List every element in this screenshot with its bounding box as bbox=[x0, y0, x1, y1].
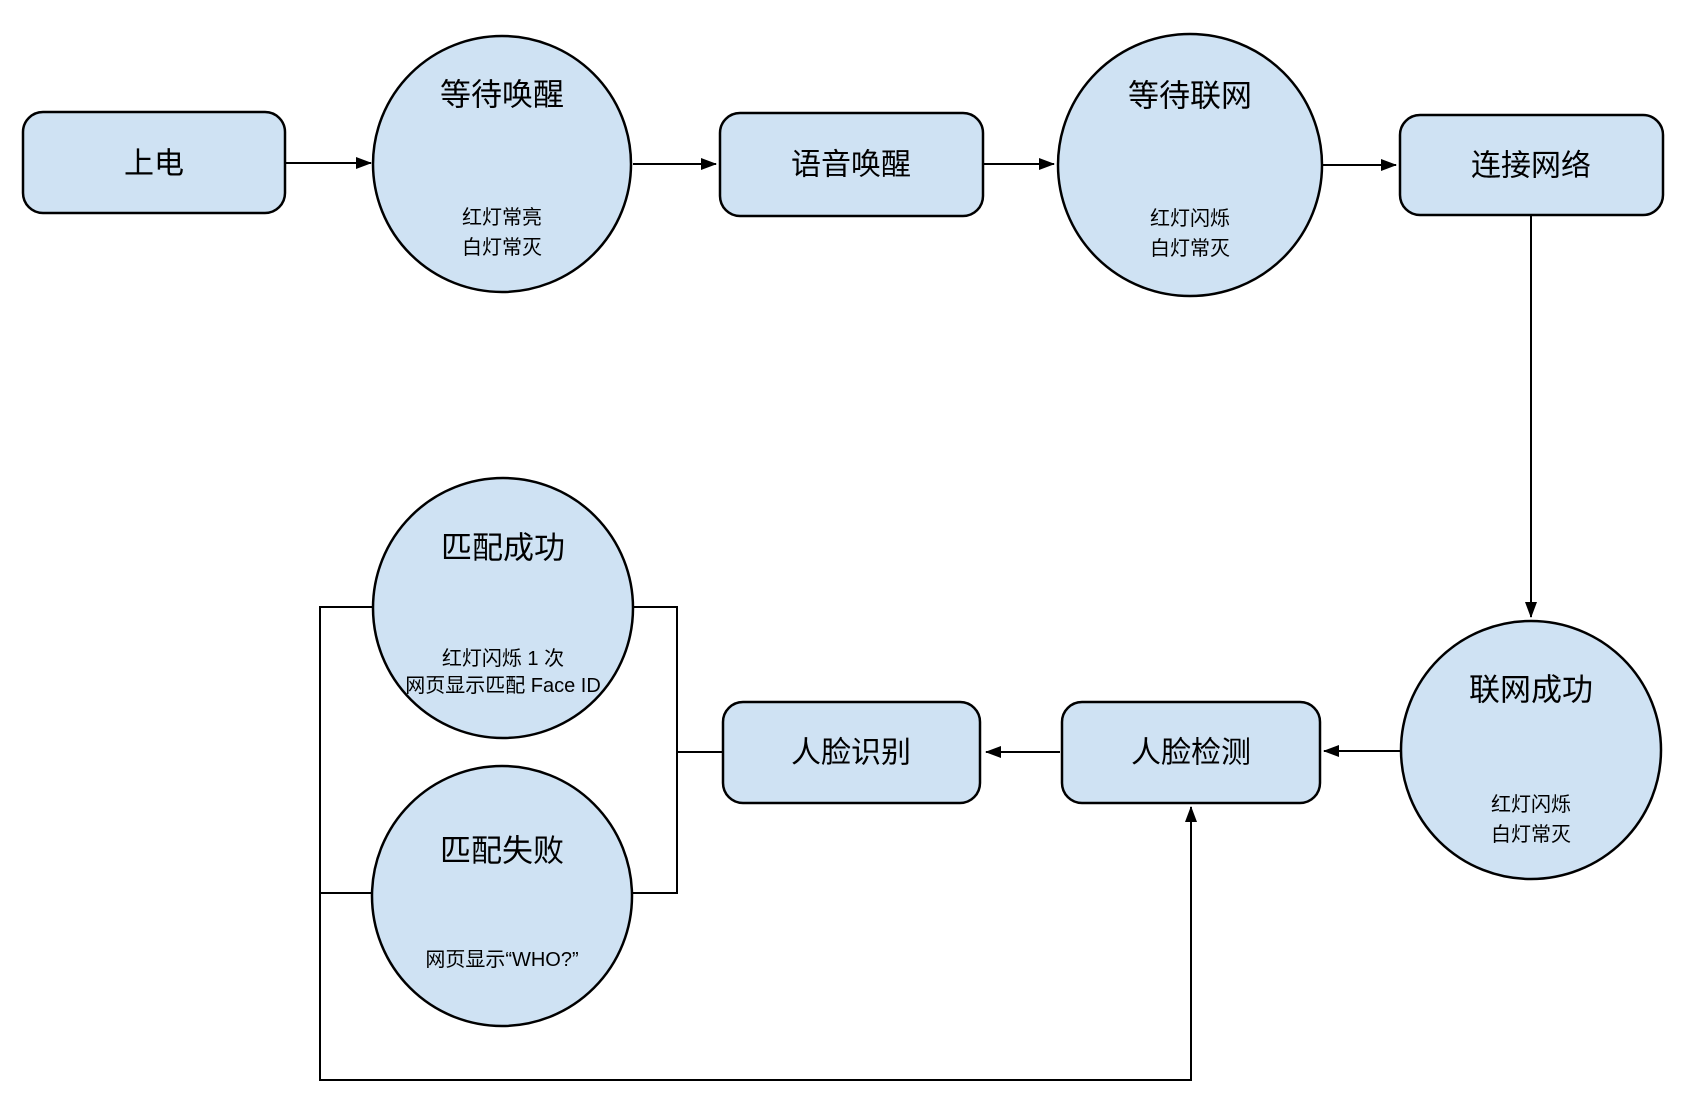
node-wait-network: 等待联网 红灯闪烁 白灯常灭 bbox=[1056, 32, 1324, 298]
node-match-success-label: 匹配成功 bbox=[441, 531, 565, 566]
node-wait-network-sub2: 白灯常灭 bbox=[1150, 237, 1230, 260]
node-face-recognize-label: 人脸识别 bbox=[791, 737, 911, 770]
edge-match-fail-loop-to-face-detect bbox=[319, 606, 1197, 1081]
node-network-success-sub1: 红灯闪烁 bbox=[1491, 793, 1571, 816]
node-power-on-shape bbox=[21, 110, 287, 215]
nodes: 上电 等待唤醒 红灯常亮 白灯常灭 语音唤醒 等待联网 红灯闪烁 白灯常灭 连接… bbox=[21, 32, 1665, 1028]
node-power-on: 上电 bbox=[21, 110, 287, 215]
node-wait-network-label: 等待联网 bbox=[1128, 79, 1252, 114]
node-wait-network-sub1: 红灯闪烁 bbox=[1150, 207, 1230, 230]
node-network-success: 联网成功 红灯闪烁 白灯常灭 bbox=[1399, 619, 1663, 881]
node-face-recognize: 人脸识别 bbox=[721, 700, 982, 805]
edges bbox=[285, 157, 1537, 1081]
node-match-success-shape bbox=[371, 476, 635, 740]
node-network-success-label: 联网成功 bbox=[1469, 673, 1593, 708]
node-wait-wake-label: 等待唤醒 bbox=[440, 78, 564, 113]
node-match-success-sub1: 红灯闪烁 1 次 bbox=[442, 647, 564, 670]
node-face-detect: 人脸检测 bbox=[1060, 700, 1322, 805]
node-wait-wake-sub1: 红灯常亮 bbox=[462, 206, 542, 229]
node-power-on-label: 上电 bbox=[124, 148, 184, 181]
node-match-fail-shape bbox=[370, 764, 634, 1028]
node-match-fail-sub1: 网页显示“WHO?” bbox=[425, 949, 578, 971]
node-wait-wake: 等待唤醒 红灯常亮 白灯常灭 bbox=[371, 34, 633, 294]
node-face-detect-label: 人脸检测 bbox=[1131, 737, 1251, 770]
node-voice-wake: 语音唤醒 bbox=[718, 111, 985, 218]
node-match-fail: 匹配失败 网页显示“WHO?” bbox=[370, 764, 634, 1028]
node-face-detect-shape bbox=[1060, 700, 1322, 805]
node-network-success-sub2: 白灯常灭 bbox=[1491, 823, 1571, 846]
node-network-success-shape bbox=[1399, 619, 1663, 881]
node-connect-network-shape bbox=[1398, 113, 1665, 217]
node-voice-wake-label: 语音唤醒 bbox=[791, 149, 911, 182]
node-match-success: 匹配成功 红灯闪烁 1 次 网页显示匹配 Face ID bbox=[371, 476, 635, 740]
node-voice-wake-shape bbox=[718, 111, 985, 218]
node-match-success-sub2: 网页显示匹配 Face ID bbox=[405, 675, 601, 697]
node-wait-network-shape bbox=[1056, 32, 1324, 298]
node-match-fail-label: 匹配失败 bbox=[440, 834, 564, 869]
node-face-recognize-shape bbox=[721, 700, 982, 805]
node-connect-network: 连接网络 bbox=[1398, 113, 1665, 217]
edge-bracket-match-results-to-face-recognize bbox=[632, 606, 723, 894]
node-wait-wake-shape bbox=[371, 34, 633, 294]
node-connect-network-label: 连接网络 bbox=[1471, 150, 1591, 183]
node-wait-wake-sub2: 白灯常灭 bbox=[462, 236, 542, 259]
